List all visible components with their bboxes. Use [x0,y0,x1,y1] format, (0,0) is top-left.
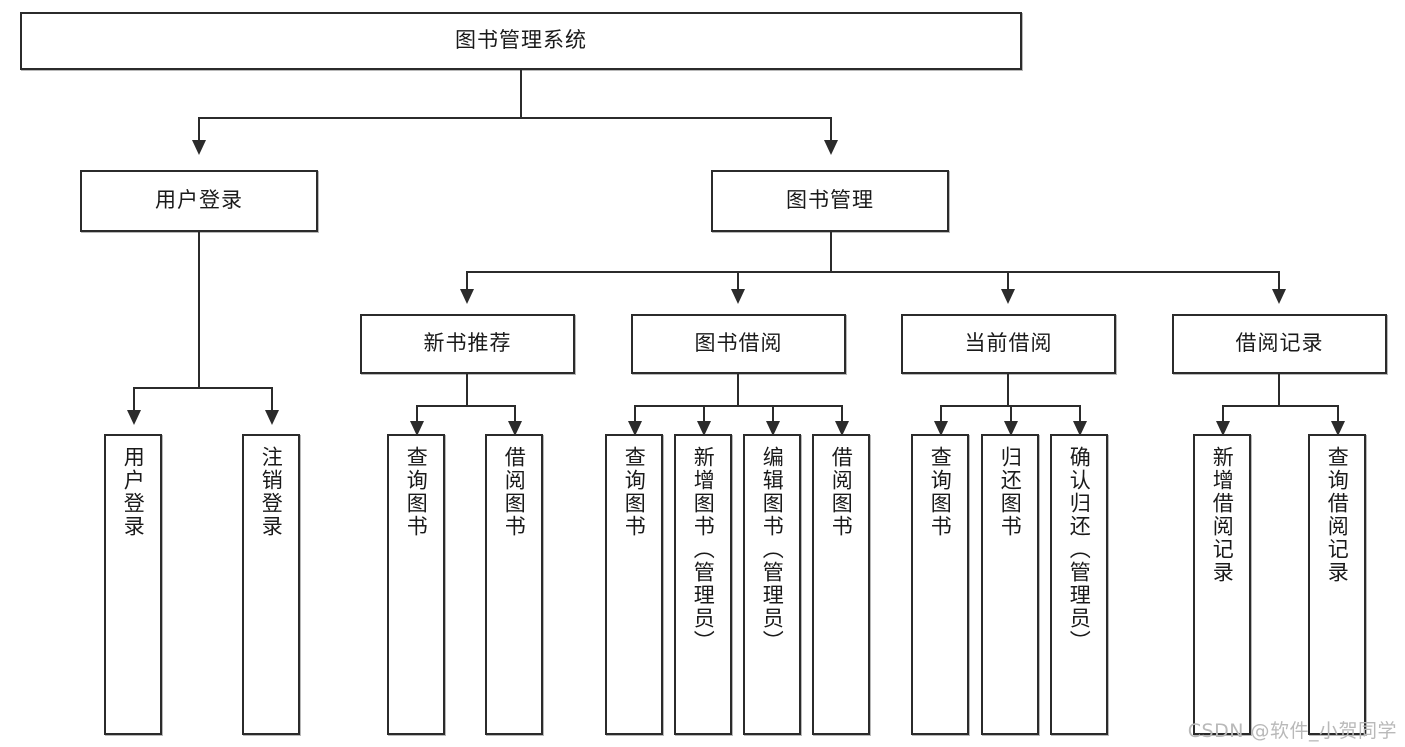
connector-user-login-bar [133,387,273,389]
leaf-query-borrow-record[interactable]: 查询借阅记录 [1308,434,1366,735]
watermark-text: CSDN @软件_小贺同学 [1187,720,1397,742]
leaf-label: 查询图书 [622,446,647,538]
connector-drop-return-book [1010,405,1012,427]
arrowhead-leaf-logout [265,410,279,425]
arrowhead-current-borrow [1001,289,1015,304]
node-label: 图书管理系统 [455,28,587,53]
node-borrowing-record[interactable]: 借阅记录 [1172,314,1387,374]
leaf-query-book-borrowing[interactable]: 查询图书 [605,434,663,735]
connector-drop-borrow-record [1278,271,1280,291]
arrowhead-add-borrow-record [1216,421,1230,436]
leaf-label: 编辑图书（管理员） [760,446,785,653]
arrowhead-confirm-return [1073,421,1087,436]
leaf-add-book-admin[interactable]: 新增图书（管理员） [674,434,732,735]
leaf-return-book[interactable]: 归还图书 [981,434,1039,735]
connector-drop-add-borrow-record [1222,405,1224,427]
leaf-label: 新增图书（管理员） [691,446,716,653]
leaf-label: 借阅图书 [829,446,854,538]
arrowhead-return-book [1004,421,1018,436]
leaf-add-borrow-record[interactable]: 新增借阅记录 [1193,434,1251,735]
leaf-borrow-book-borrowing[interactable]: 借阅图书 [812,434,870,735]
connector-drop-query-book-3 [940,405,942,427]
arrowhead-query-book-3 [934,421,948,436]
leaf-borrow-book-rec[interactable]: 借阅图书 [485,434,543,735]
connector-book-management-stem [830,232,832,272]
leaf-confirm-return-admin[interactable]: 确认归还（管理员） [1050,434,1108,735]
connector-level1-bar [198,117,832,119]
node-label: 新书推荐 [423,331,512,356]
leaf-label: 查询图书 [928,446,953,538]
node-root-library-system[interactable]: 图书管理系统 [20,12,1022,70]
connector-drop-query-book-1 [416,405,418,427]
leaf-logout[interactable]: 注销登录 [242,434,300,735]
node-label: 用户登录 [155,188,243,213]
leaf-label: 查询图书 [404,446,429,538]
connector-new-book-rec-stem [466,374,468,406]
connector-drop-query-borrow-record [1337,405,1339,427]
leaf-label: 借阅图书 [502,446,527,538]
leaf-label: 确认归还（管理员） [1067,446,1092,653]
arrowhead-new-book-rec [460,289,474,304]
node-label: 借阅记录 [1235,331,1324,356]
node-user-login[interactable]: 用户登录 [80,170,318,232]
connector-drop-user-login [198,117,200,143]
arrowhead-book-borrow [731,289,745,304]
leaf-label: 查询借阅记录 [1325,446,1350,584]
connector-drop-leaf-logout [271,387,273,413]
arrowhead-query-book-2 [628,421,642,436]
node-new-book-recommendation[interactable]: 新书推荐 [360,314,575,374]
leaf-label: 用户登录 [121,446,146,538]
arrowhead-query-book-1 [410,421,424,436]
node-label: 图书借阅 [694,331,783,356]
connector-drop-new-book-rec [466,271,468,291]
connector-user-login-stem [198,232,200,388]
connector-drop-borrow-book-1 [514,405,516,427]
connector-drop-query-book-2 [634,405,636,427]
connector-book-borrowing-bar [634,405,842,407]
connector-new-book-rec-bar [416,405,516,407]
connector-drop-add-book [703,405,705,427]
node-book-management[interactable]: 图书管理 [711,170,949,232]
leaf-label: 注销登录 [259,446,284,538]
connector-borrowing-record-stem [1278,374,1280,406]
leaf-query-book-rec[interactable]: 查询图书 [387,434,445,735]
node-label: 当前借阅 [964,331,1053,356]
connector-drop-book-management [830,117,832,143]
connector-drop-confirm-return [1079,405,1081,427]
node-label: 图书管理 [786,188,874,213]
arrowhead-user-login [192,140,206,155]
connector-drop-current-borrow [1007,271,1009,291]
node-book-borrowing[interactable]: 图书借阅 [631,314,846,374]
leaf-label: 新增借阅记录 [1210,446,1235,584]
connector-level3-bar [466,271,1280,273]
arrowhead-add-book [697,421,711,436]
connector-borrowing-record-bar [1222,405,1338,407]
leaf-edit-book-admin[interactable]: 编辑图书（管理员） [743,434,801,735]
connector-drop-borrow-book-2 [841,405,843,427]
arrowhead-query-borrow-record [1331,421,1345,436]
connector-current-borrowing-stem [1007,374,1009,406]
arrowhead-leaf-user-login [127,410,141,425]
arrowhead-edit-book [766,421,780,436]
arrowhead-book-management [824,140,838,155]
arrowhead-borrow-book-2 [835,421,849,436]
connector-drop-book-borrow [737,271,739,291]
connector-drop-leaf-user-login [133,387,135,413]
node-current-borrowing[interactable]: 当前借阅 [901,314,1116,374]
connector-root-stem [520,70,522,118]
leaf-label: 归还图书 [998,446,1023,538]
arrowhead-borrow-record [1272,289,1286,304]
connector-book-borrowing-stem [737,374,739,406]
arrowhead-borrow-book-1 [508,421,522,436]
leaf-user-login[interactable]: 用户登录 [104,434,162,735]
connector-drop-edit-book [772,405,774,427]
leaf-query-book-current[interactable]: 查询图书 [911,434,969,735]
